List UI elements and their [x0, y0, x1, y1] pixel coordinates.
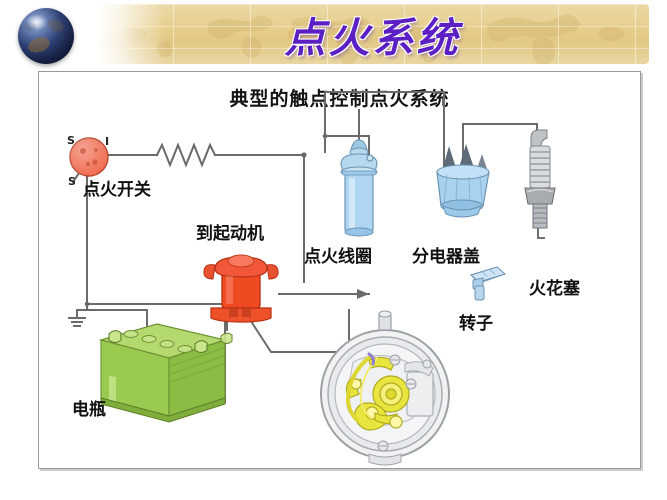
header-banner: 点火系统	[96, 4, 649, 64]
diagram-subtitle: 典型的触点控制点火系统	[229, 88, 450, 110]
starter-solenoid-part	[203, 254, 279, 323]
ignition-switch-part	[69, 137, 109, 177]
distributor-base-part	[320, 310, 450, 466]
banner-gridlines	[96, 4, 649, 64]
terminal-label-i: I	[105, 135, 110, 148]
terminal-label-s-top: S	[67, 134, 75, 147]
label-spark-plug: 火花塞	[529, 279, 580, 299]
wire-junctions	[84, 133, 328, 307]
label-ignition-coil: 点火线圈	[304, 247, 372, 267]
label-rotor: 转子	[459, 314, 493, 334]
label-battery: 电瓶	[72, 400, 106, 420]
globe-icon	[18, 8, 74, 64]
battery-part	[98, 323, 233, 423]
label-ignition-switch: 点火开关	[83, 180, 151, 200]
circuit-diagram	[68, 91, 556, 466]
terminal-label-s-bottom: S	[68, 175, 76, 188]
label-distributor-cap: 分电器盖	[412, 247, 480, 267]
label-to-starter-motor: 到起动机	[196, 224, 264, 244]
diagram-frame: 典型的触点控制点火系统	[38, 71, 641, 469]
ignition-coil-part	[340, 139, 378, 237]
spark-plug-part	[524, 129, 556, 239]
page-title: 点火系统	[284, 14, 461, 62]
banner-left-fade	[96, 4, 166, 64]
starter-arrow-icon	[357, 289, 369, 299]
rotor-part	[469, 266, 507, 301]
distributor-cap-part	[436, 144, 490, 218]
